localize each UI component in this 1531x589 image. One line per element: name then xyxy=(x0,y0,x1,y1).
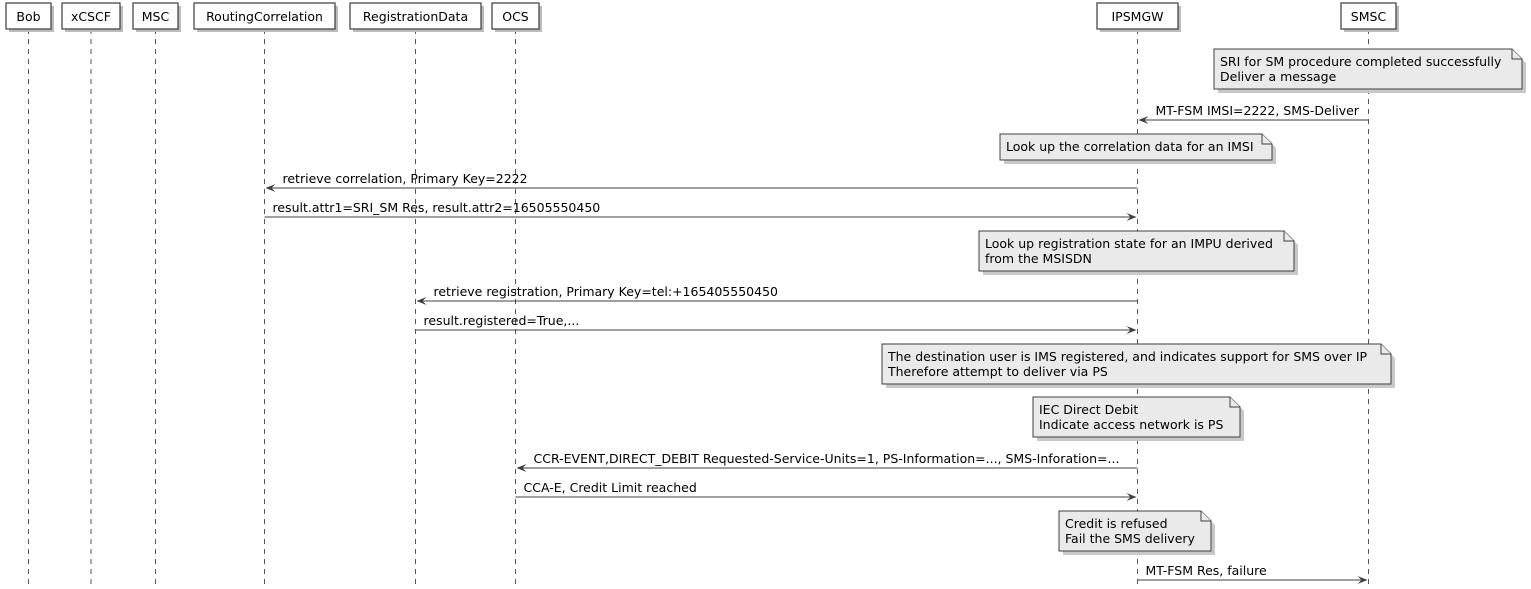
arrowhead xyxy=(1138,116,1149,124)
arrowhead xyxy=(1357,576,1368,584)
note-text: Credit is refused xyxy=(1065,516,1168,531)
message-label: retrieve correlation, Primary Key=2222 xyxy=(283,171,528,186)
participant-ocs: OCS xyxy=(491,2,542,32)
message-label: result.attr1=SRI_SM Res, result.attr2=16… xyxy=(273,200,601,215)
participant-xcscf: xCSCF xyxy=(61,2,123,32)
message-label: retrieve registration, Primary Key=tel:+… xyxy=(434,284,779,299)
note-text: from the MSISDN xyxy=(985,251,1092,266)
participant-box xyxy=(349,2,482,30)
note-text: Indicate access network is PS xyxy=(1039,417,1223,432)
participant-box xyxy=(61,2,121,30)
participant-msc: MSC xyxy=(132,2,181,32)
note-fold xyxy=(1229,397,1240,408)
note-text: Deliver a message xyxy=(1220,69,1337,84)
note-fold xyxy=(1380,344,1391,355)
note-fold xyxy=(1511,49,1522,60)
arrowhead xyxy=(1126,326,1137,334)
participant-bob: Bob xyxy=(5,2,54,32)
message-label: CCA-E, Credit Limit reached xyxy=(524,480,697,495)
message-label: result.registered=True,... xyxy=(424,313,580,328)
participant-label: OCS xyxy=(502,9,529,24)
note-body xyxy=(999,133,1273,161)
note: SRI for SM procedure completed successfu… xyxy=(1213,48,1526,93)
participant-box xyxy=(1340,2,1397,30)
message-arrow: result.registered=True,... xyxy=(415,313,1137,334)
participant-label: RoutingCorrelation xyxy=(206,9,323,24)
note-text: Therefore attempt to deliver via PS xyxy=(887,364,1108,379)
note-body xyxy=(1032,396,1241,438)
arrowhead xyxy=(416,297,427,305)
participant-box xyxy=(5,2,52,30)
message-arrow: retrieve correlation, Primary Key=2222 xyxy=(265,171,1138,192)
message-label: CCR-EVENT,DIRECT_DEBIT Requested-Service… xyxy=(534,451,1120,466)
participant-label: RegistrationData xyxy=(363,9,468,24)
message-arrow: CCA-E, Credit Limit reached xyxy=(515,480,1137,501)
arrowhead xyxy=(516,464,527,472)
note-body xyxy=(1058,510,1212,552)
note: Look up registration state for an IMPU d… xyxy=(978,230,1298,275)
participant-routingcorrelation: RoutingCorrelation xyxy=(193,2,338,32)
participant-box xyxy=(132,2,179,30)
participant-label: MSC xyxy=(142,9,170,24)
message-arrow: MT-FSM IMSI=2222, SMS-Deliver xyxy=(1138,103,1369,124)
message-arrow: MT-FSM Res, failure xyxy=(1137,563,1368,584)
note-text: Look up the correlation data for an IMSI xyxy=(1006,139,1254,154)
participant-label: xCSCF xyxy=(71,9,111,24)
note-text: SRI for SM procedure completed successfu… xyxy=(1220,54,1502,69)
participant-ipsmgw: IPSMGW xyxy=(1096,2,1181,32)
message-label: MT-FSM Res, failure xyxy=(1146,563,1268,578)
message-label: MT-FSM IMSI=2222, SMS-Deliver xyxy=(1156,103,1360,118)
participant-label: IPSMGW xyxy=(1112,9,1164,24)
note-text: Fail the SMS delivery xyxy=(1065,531,1196,546)
note-fold xyxy=(1261,134,1272,145)
note-fold xyxy=(1200,511,1211,522)
note-body xyxy=(978,230,1295,272)
participant-registrationdata: RegistrationData xyxy=(349,2,484,32)
arrowhead xyxy=(1126,493,1137,501)
arrowhead xyxy=(1126,213,1137,221)
message-arrow: retrieve registration, Primary Key=tel:+… xyxy=(416,284,1138,305)
participant-smsc: SMSC xyxy=(1340,2,1399,32)
note-fold xyxy=(1283,231,1294,242)
note: The destination user is IMS registered, … xyxy=(881,343,1395,388)
note-body xyxy=(1213,48,1523,90)
participant-label: SMSC xyxy=(1351,9,1387,24)
note-text: The destination user is IMS registered, … xyxy=(887,349,1368,364)
participant-label: Bob xyxy=(16,9,40,24)
note-body xyxy=(881,343,1392,385)
participant-box xyxy=(1096,2,1179,30)
participant-box xyxy=(193,2,336,30)
participant-box xyxy=(491,2,540,30)
note-text: IEC Direct Debit xyxy=(1039,402,1138,417)
note-text: Look up registration state for an IMPU d… xyxy=(985,236,1273,251)
message-arrow: CCR-EVENT,DIRECT_DEBIT Requested-Service… xyxy=(516,451,1138,472)
arrowhead xyxy=(265,184,276,192)
message-arrow: result.attr1=SRI_SM Res, result.attr2=16… xyxy=(264,200,1137,221)
note: Look up the correlation data for an IMSI xyxy=(999,133,1276,164)
